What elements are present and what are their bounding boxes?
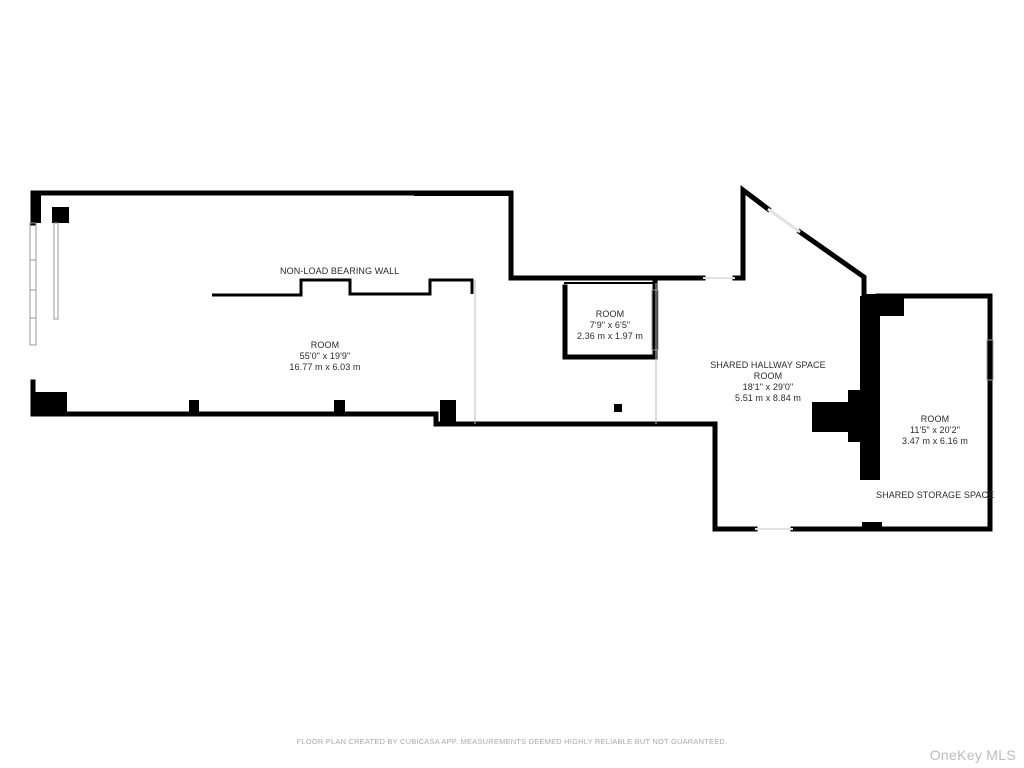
label-room-right: ROOM 11'5" x 20'2" 3.47 m x 6.16 m [895,414,975,447]
label-shared-storage: SHARED STORAGE SPACE [876,490,995,500]
column-pier-1 [189,400,199,414]
top-header [414,191,511,196]
column-top-left [31,193,41,223]
wall-small-room [562,280,658,360]
room-right-metric: 3.47 m x 6.16 m [901,436,969,446]
room-main-name: ROOM [310,340,340,350]
wall-main-bottom [30,411,483,427]
label-room-hallway: SHARED HALLWAY SPACE ROOM 18'1" x 29'0" … [708,360,828,404]
door-bottom [862,522,882,531]
window-diagonal [767,207,801,234]
window-small-room [651,289,659,351]
onekey-mls-watermark: OneKey MLS [929,747,1016,763]
exterior-walls [30,184,993,532]
column-square [52,207,69,223]
wall-hallway-left [732,184,772,281]
room-right-name: ROOM [920,414,950,424]
room-small-metric: 2.36 m x 1.97 m [576,331,644,341]
window-inner [53,222,59,320]
dividers [474,280,657,424]
room-hallway-title: SHARED HALLWAY SPACE [710,360,826,370]
wall-hallway-bottom [790,293,993,532]
wall-hallway-diagonal [796,228,867,303]
room-hallway-name: ROOM [753,371,783,381]
thin-walls [212,278,474,297]
wall-corridor-bottom [477,421,758,532]
non-load-bearing-wall [212,278,474,297]
partition-cap [866,294,904,316]
label-room-small: ROOM 7'9" x 6'5" 2.36 m x 1.97 m [570,309,650,342]
structural-blocks [31,191,904,531]
label-room-main: ROOM 55'0" x 19'9" 16.77 m x 6.03 m [265,340,385,373]
window-left [29,222,37,346]
partition-column [860,296,880,480]
window-right-room [986,339,994,381]
room-small-imperial: 7'9" x 6'5" [589,320,631,330]
windows [29,207,994,530]
label-non-load-bearing-wall: NON-LOAD BEARING WALL [280,266,400,276]
room-main-imperial: 55'0" x 19'9" [299,351,351,361]
room-right-imperial: 11'5" x 20'2" [910,425,960,435]
room-small-name: ROOM [595,309,625,319]
room-hallway-imperial: 18'1" x 29'0" [742,382,794,392]
chimney-step-2 [812,402,852,432]
footer-disclaimer: FLOOR PLAN CREATED BY CUBICASA APP. MEAS… [296,737,728,746]
small-post [614,404,622,412]
column-bottom-left [31,392,67,416]
room-hallway-metric: 5.51 m x 8.84 m [734,393,802,403]
column-pier-2 [334,400,345,414]
room-main-metric: 16.77 m x 6.03 m [289,362,361,372]
column-pier-3 [440,400,456,426]
